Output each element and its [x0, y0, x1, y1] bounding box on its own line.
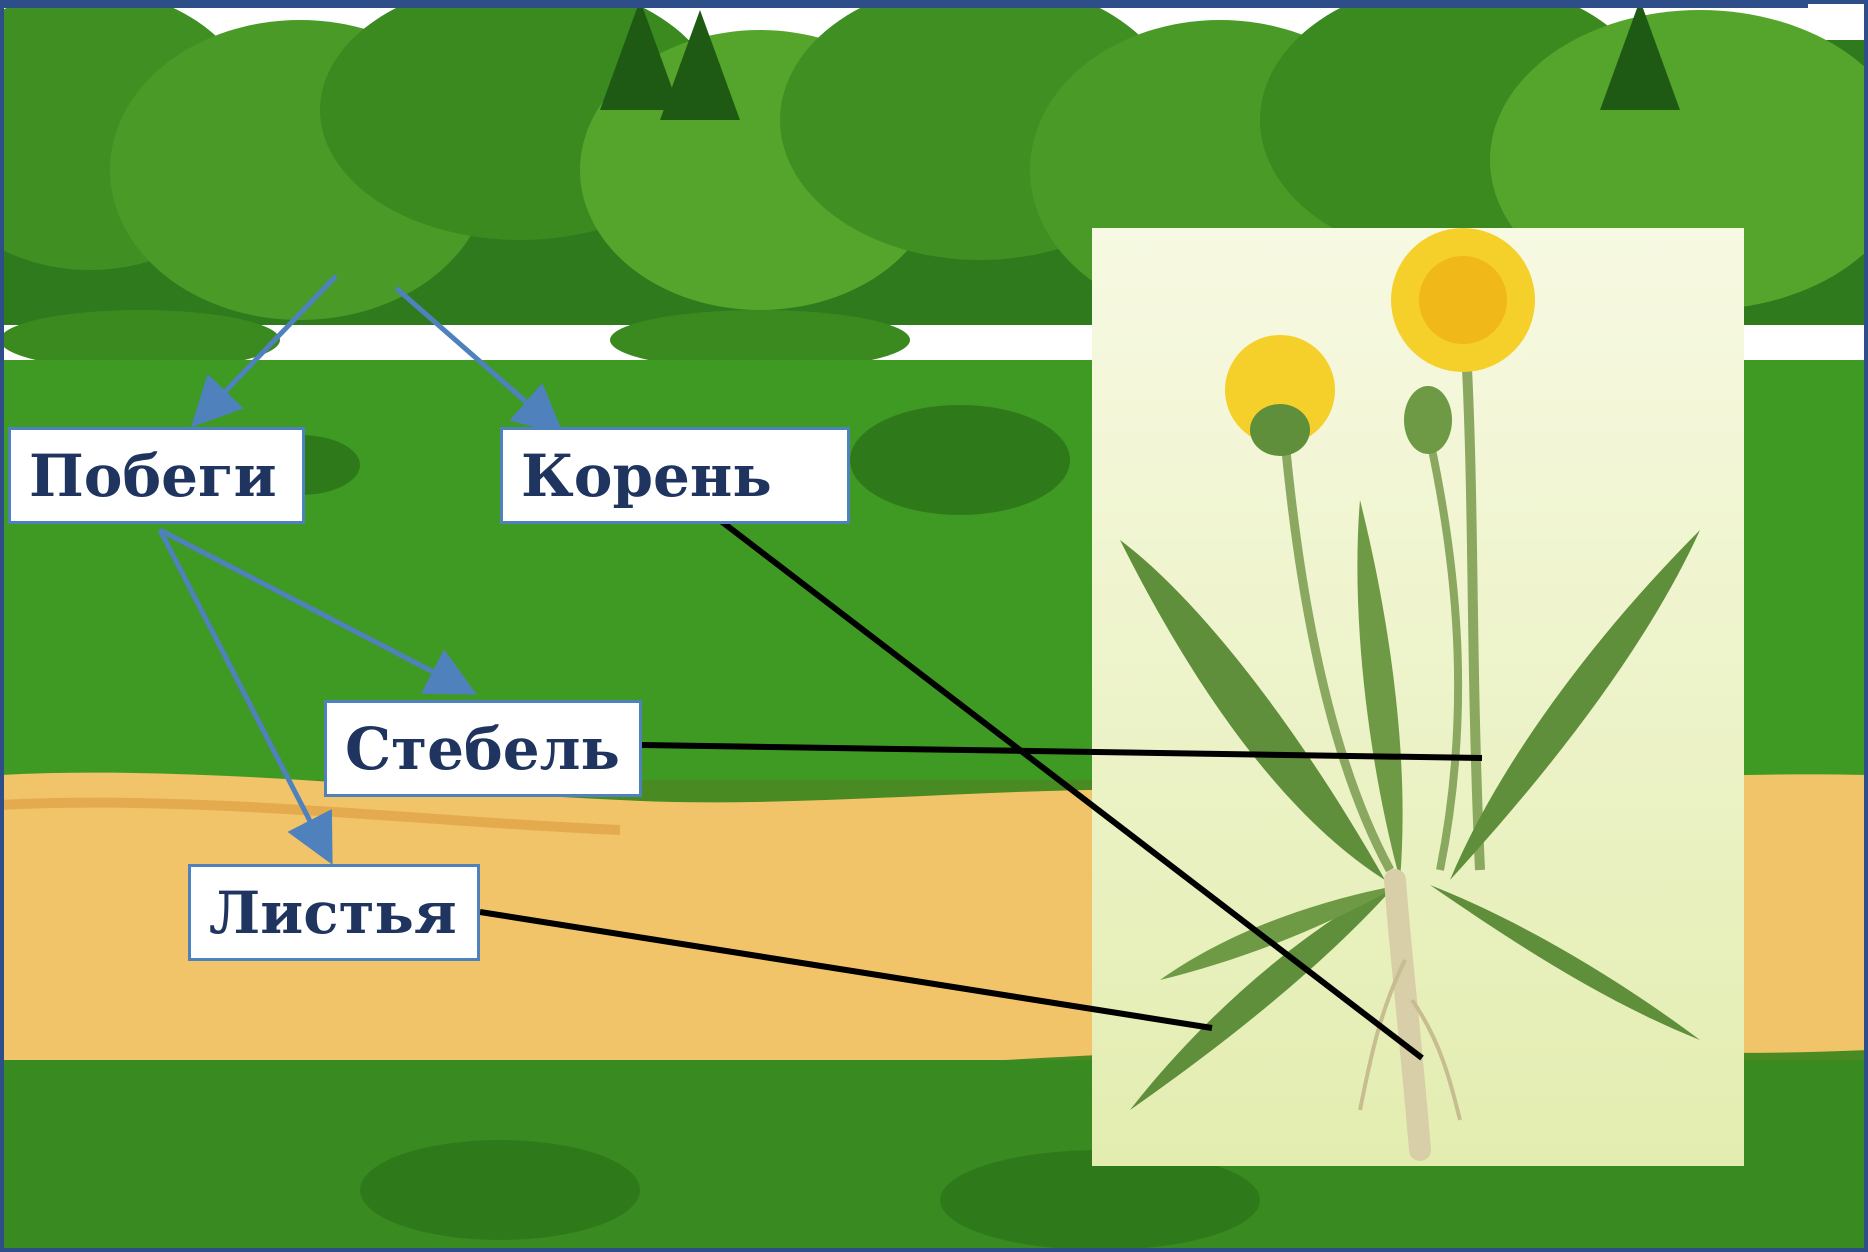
- bush: [850, 405, 1070, 515]
- top-bar: [0, 0, 1808, 8]
- label-leaves: Листья: [188, 864, 480, 961]
- label-stem: Стебель: [324, 700, 642, 797]
- label-shoots: Побеги: [8, 427, 305, 524]
- label-root: Корень: [500, 427, 850, 524]
